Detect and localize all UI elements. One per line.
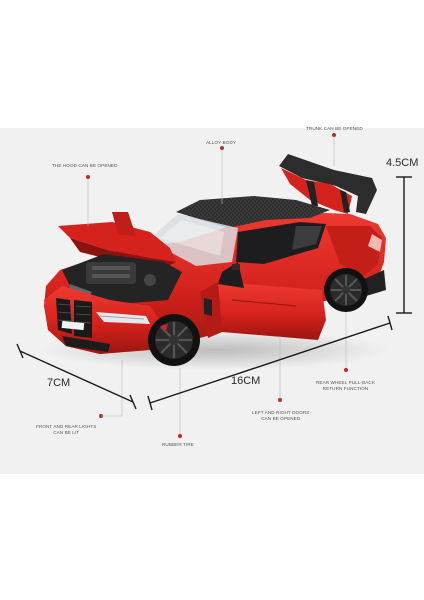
- hood-callout: THE HOOD CAN BE OPENED: [52, 163, 118, 168]
- height-label: 4.5CM: [386, 157, 419, 169]
- rear-wheel: [324, 268, 368, 312]
- lights-callout-line1: FRONT AND REAR LIGHTS: [36, 424, 97, 429]
- alloy-body-callout: ALLOY BODY: [206, 140, 237, 145]
- pullback-marker: [344, 368, 348, 372]
- doors-callout: LEFT AND RIGHT DOORS CAN BE OPENED: [252, 410, 309, 422]
- dimension-lines: [16, 176, 412, 411]
- lights-callout-line2: CAN BE LIT: [53, 430, 80, 435]
- rubber-tire-callout: RUBBER TIRE: [162, 442, 194, 447]
- trunk-marker: [332, 133, 336, 137]
- hood-marker: [86, 175, 90, 179]
- pullback-callout-line1: REAR WHEEL PULL-BACK: [316, 380, 376, 385]
- trunk-callout: TRUNK CAN BE OPENED: [306, 126, 363, 131]
- engine-bay: [62, 254, 182, 304]
- alloy-body-marker: [220, 146, 224, 150]
- open-door: [200, 262, 326, 340]
- length-label: 16CM: [231, 375, 261, 387]
- doors-callout-line1: LEFT AND RIGHT DOORS: [252, 410, 310, 415]
- front-fascia: [44, 286, 166, 354]
- rear-wing: [279, 154, 377, 214]
- pullback-callout-line2: RETURN FUNCTION: [322, 386, 369, 391]
- doors-callout-line2: CAN BE OPENED: [261, 416, 301, 421]
- pullback-callout: REAR WHEEL PULL-BACK RETURN FUNCTION: [316, 380, 375, 392]
- front-wheel: [148, 314, 200, 366]
- length-dimension: [149, 322, 391, 404]
- doors-marker: [278, 398, 282, 402]
- width-dimension: [19, 350, 134, 403]
- width-label: 7CM: [47, 377, 71, 389]
- lights-callout: FRONT AND REAR LIGHTS CAN BE LIT: [36, 424, 96, 436]
- tire-marker: [178, 434, 182, 438]
- callout-lines: [87, 135, 347, 436]
